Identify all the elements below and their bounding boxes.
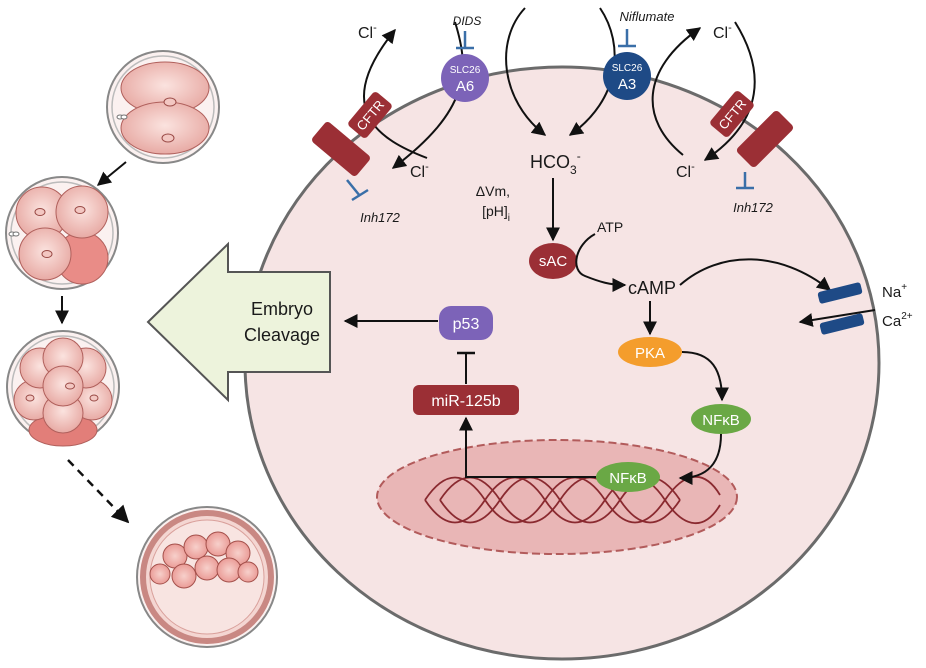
ca-label: Ca2+ <box>882 311 913 330</box>
dids-inhibitor <box>456 31 474 50</box>
na-label: Na+ <box>882 282 907 301</box>
pka-to-nfkb-arrow <box>681 351 729 402</box>
cl-efflux-arrow-right <box>651 27 702 156</box>
cftr-channel-left <box>312 92 392 176</box>
nfkb-nucleus-label: NFκB <box>609 470 647 487</box>
slc26a3-label-top: SLC26 <box>612 63 643 74</box>
mir-inhibits-p53 <box>457 351 475 384</box>
stage-arrow-3 <box>67 459 130 524</box>
cl-inner-left: Cl- <box>410 161 429 181</box>
mir-125b-label: miR-125b <box>431 393 500 410</box>
camp-to-channel-arrow <box>679 258 832 291</box>
nucleus <box>376 439 738 555</box>
niflumate-label: Niflumate <box>620 9 675 24</box>
hco3-label: HCO3- <box>530 149 581 177</box>
inh172-label-right: Inh172 <box>733 200 774 215</box>
cation-influx-arrow <box>798 309 876 327</box>
slc26a3-transporter <box>603 52 651 100</box>
embryo-stage-4cell <box>5 176 119 290</box>
cl-outer-left: Cl- <box>358 22 377 42</box>
nfkb-to-mir-arrow <box>459 416 596 478</box>
dids-label: DIDS <box>453 14 482 28</box>
mir-125b-node <box>413 385 519 415</box>
nfkb-cytoplasm-node <box>691 404 751 434</box>
cftr-channel-right <box>710 91 794 168</box>
p53-node <box>439 306 493 340</box>
inh172-label-left: Inh172 <box>360 210 401 225</box>
p53-label: p53 <box>453 316 480 333</box>
nfkb-cytoplasm-label: NFκB <box>702 412 740 429</box>
embryo-stage-2cell <box>106 50 220 164</box>
embryo-stage-8cell <box>6 330 120 447</box>
ph-label: [pH]i <box>482 203 510 224</box>
cl-influx-arrow-right <box>703 21 756 161</box>
nfkb-translocation-arrow <box>678 433 722 485</box>
inh172-inhibitor-left <box>346 179 369 202</box>
nfkb-nucleus-node <box>596 462 660 492</box>
pka-label: PKA <box>635 345 665 362</box>
slc26a3-label-bottom: A3 <box>618 76 636 93</box>
embryo-cleavage-line1: Embryo <box>251 299 313 319</box>
sac-label: sAC <box>539 253 568 270</box>
atp-label: ATP <box>597 219 623 235</box>
embryo-cleavage-arrow <box>146 241 331 403</box>
stage-arrow-1 <box>96 161 127 186</box>
cl-outer-right: Cl- <box>713 22 732 42</box>
cl-inner-right: Cl- <box>676 161 695 181</box>
inh172-inhibitor-right <box>736 172 754 190</box>
sac-node <box>529 243 577 279</box>
embryo-stage-blastocyst <box>136 506 278 648</box>
pka-node <box>618 337 682 367</box>
camp-label: cAMP <box>628 278 676 298</box>
slc26a6-label-bottom: A6 <box>456 78 474 95</box>
slc26a6-transporter <box>441 54 489 102</box>
atp-to-camp-arrow <box>575 233 627 292</box>
embryo-cleavage-line2: Cleavage <box>244 325 320 345</box>
na-ca-channel <box>817 282 865 335</box>
niflumate-inhibitor <box>618 29 636 48</box>
delta-vm-label: ΔVm, <box>476 183 510 199</box>
slc26a6-label-top: SLC26 <box>450 65 481 76</box>
hco3-influx-arrow-left <box>505 7 547 136</box>
